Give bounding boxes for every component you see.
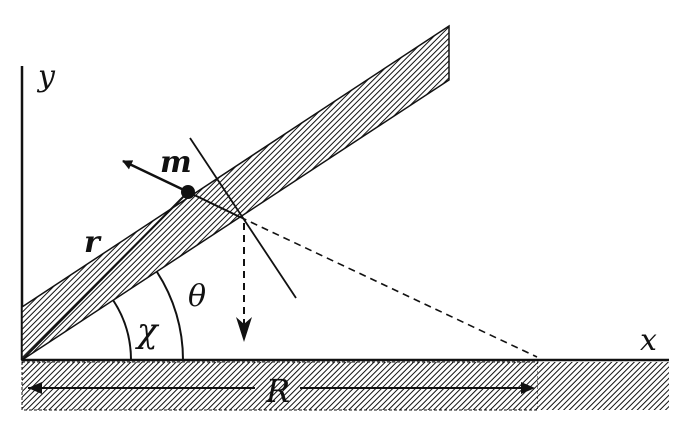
distance-label: R [265,372,290,410]
x-axis-label: x [640,323,657,358]
mass-arrow [122,159,187,193]
distance-arrowhead-right [521,382,535,394]
radius-label: r [84,225,102,260]
dashed-line [239,216,538,358]
gravity-arrowhead [236,317,252,342]
angle-theta-label: θ [188,279,206,314]
distance-arrowhead-left [28,382,42,394]
inclined-rod [21,24,450,362]
theta-arc [156,271,185,361]
mass-label: m [160,145,192,180]
chi-arc [112,299,132,361]
y-axis-label: y [36,59,56,94]
angle-chi-label: χ [135,311,160,351]
ground-hatch-light [21,361,539,411]
radius-line [21,191,189,361]
ground-hatch-dense [538,362,669,410]
mass-to-contact-line [187,191,241,218]
